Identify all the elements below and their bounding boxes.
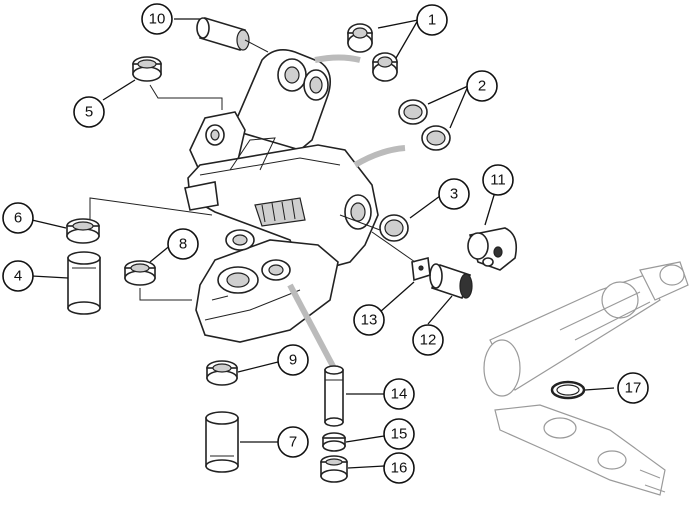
callout-label: 14 [391, 386, 408, 403]
swing-frame-assembly [184, 49, 379, 343]
callout-11: 11 [482, 164, 514, 196]
callout-12: 12 [412, 324, 444, 356]
washer-part-15 [322, 432, 346, 452]
callout-label: 1 [428, 12, 436, 29]
callout-2: 2 [466, 70, 498, 102]
plate-part-13 [371, 231, 431, 282]
callout-15: 15 [383, 418, 415, 450]
callout-label: 10 [149, 11, 166, 28]
bushing-part-8 [124, 260, 192, 301]
callout-label: 17 [625, 380, 642, 397]
callout-label: 5 [85, 104, 93, 121]
seal-part-2 [398, 99, 451, 151]
callout-label: 4 [14, 268, 22, 285]
callout-7: 7 [277, 426, 309, 458]
bushing-part-1 [347, 23, 398, 82]
callout-label: 11 [490, 172, 506, 189]
callout-10: 10 [141, 3, 173, 35]
leader-band [287, 283, 338, 372]
pin-part-4 [67, 251, 101, 315]
bushing-part-16 [320, 455, 348, 483]
callout-label: 3 [450, 186, 458, 203]
leader-band [353, 145, 406, 168]
callout-8: 8 [167, 228, 199, 260]
leader-lines [31, 18, 615, 469]
callout-label: 8 [179, 236, 187, 253]
pin-part-14 [324, 365, 344, 427]
callout-label: 15 [391, 426, 408, 443]
callout-label: 2 [478, 78, 486, 95]
callout-17: 17 [617, 372, 649, 404]
callout-5: 5 [73, 96, 105, 128]
callout-label: 6 [14, 210, 22, 227]
leader-band [314, 54, 361, 63]
callout-14: 14 [383, 378, 415, 410]
callout-4: 4 [2, 260, 34, 292]
seal-part-17 [550, 380, 586, 400]
pin-part-7 [205, 411, 239, 473]
bushing-part-12 [429, 263, 473, 300]
callout-label: 7 [289, 434, 297, 451]
bracket-part-11 [467, 227, 518, 271]
bushing-part-9 [206, 360, 238, 386]
bushing-part-6 [66, 197, 213, 244]
callout-label: 13 [361, 312, 378, 329]
ghost-cylinder-assembly [483, 261, 689, 496]
callout-1: 1 [416, 4, 448, 36]
callout-13: 13 [353, 304, 385, 336]
bushing-part-3 [339, 214, 409, 242]
callout-label: 12 [420, 332, 437, 349]
callout-9: 9 [277, 344, 309, 376]
bushing-part-5 [132, 56, 223, 110]
callout-label: 16 [391, 460, 408, 477]
callout-16: 16 [383, 452, 415, 484]
callout-label: 9 [289, 352, 297, 369]
callout-3: 3 [438, 178, 470, 210]
callout-6: 6 [2, 202, 34, 234]
pin-part-10 [196, 16, 269, 53]
